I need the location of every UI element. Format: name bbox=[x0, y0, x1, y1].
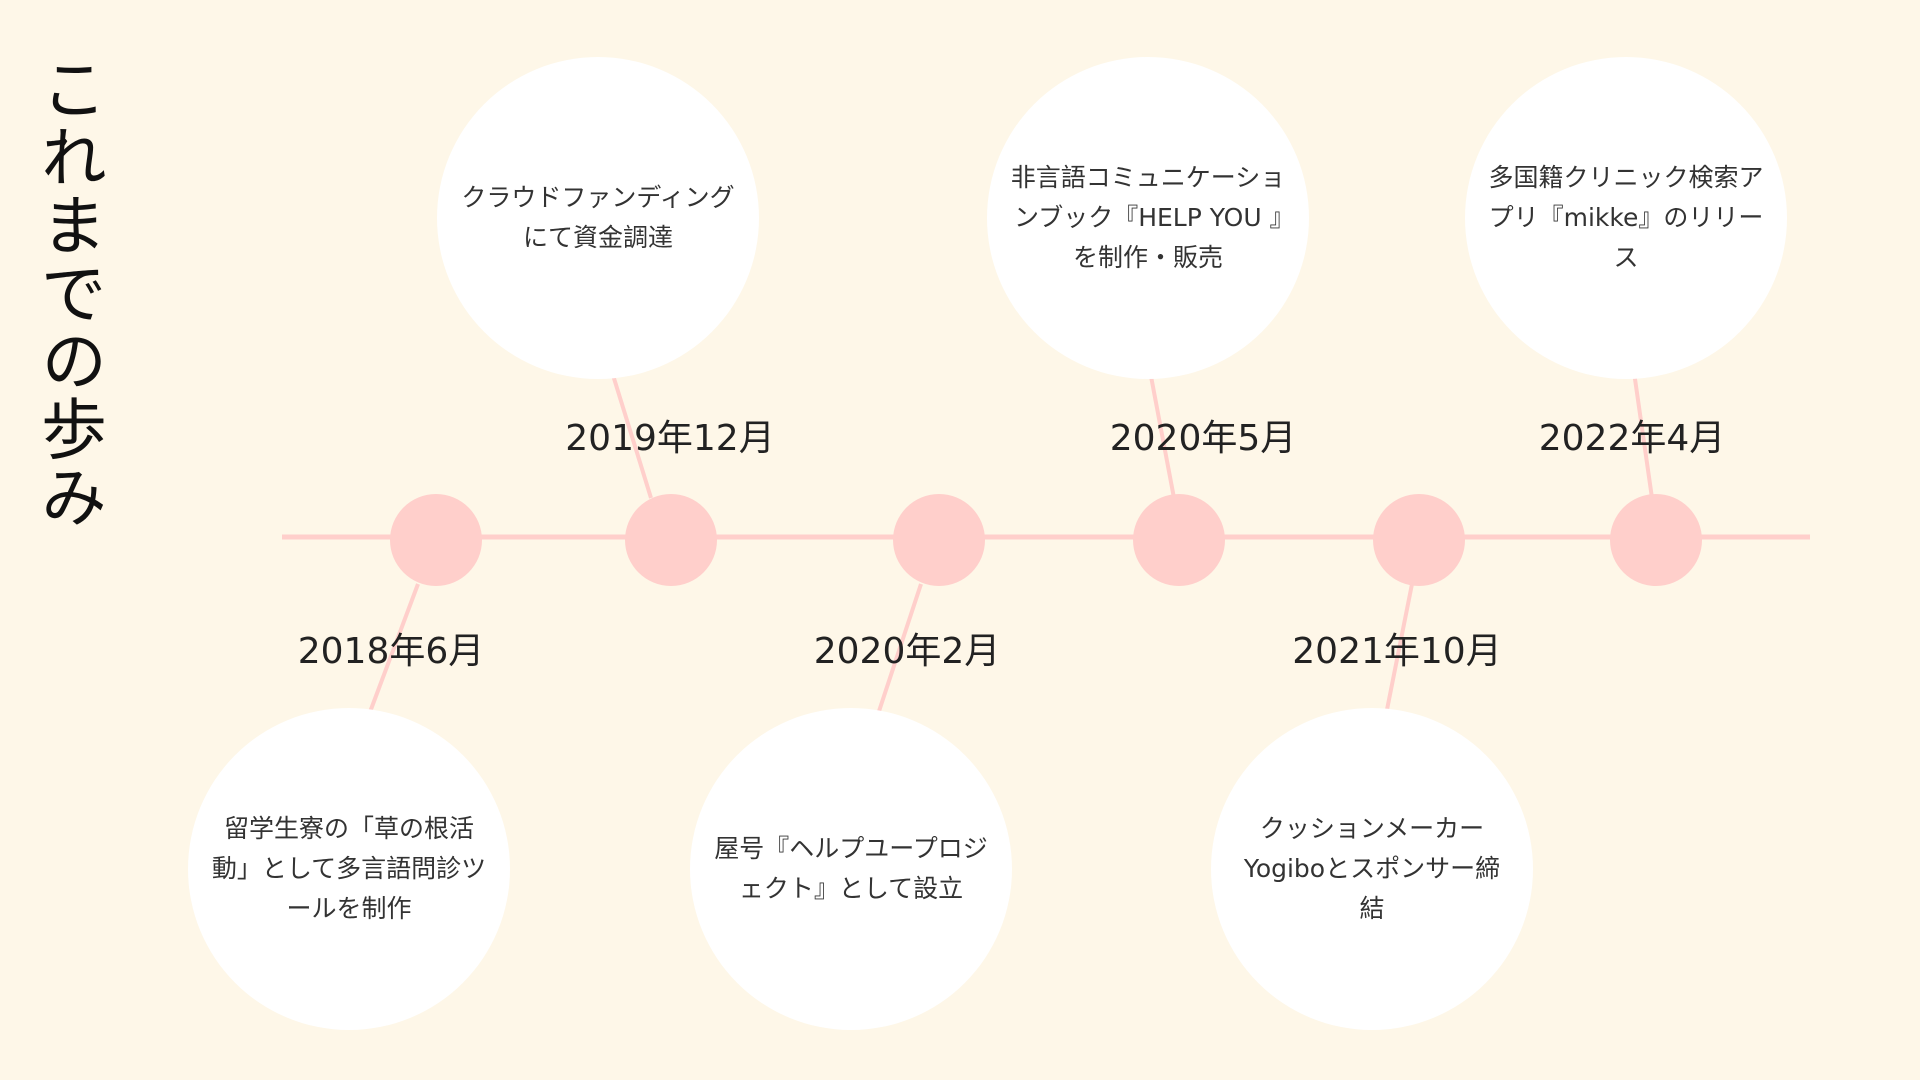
event-bubble-2020-02: 屋号『ヘルプユープロジェクト』として設立 bbox=[690, 708, 1012, 1030]
event-date-2020-05: 2020年5月 bbox=[1109, 418, 1297, 459]
event-text-2021-10: クッションメーカーYogiboとスポンサー締結 bbox=[1243, 814, 1501, 923]
event-text-2020-02: 屋号『ヘルプユープロジェクト』として設立 bbox=[714, 834, 988, 903]
event-date-2020-02: 2020年2月 bbox=[813, 631, 1001, 672]
event-text-2022-04: 多国籍クリニック検索アプリ『mikke』のリリース bbox=[1488, 163, 1764, 272]
timeline-node-2020-02 bbox=[893, 494, 985, 586]
timeline-node-2021-10 bbox=[1373, 494, 1465, 586]
event-bubble-2022-04: 多国籍クリニック検索アプリ『mikke』のリリース bbox=[1465, 57, 1787, 379]
event-bubble-2018-06: 留学生寮の「草の根活動」として多言語問診ツールを制作 bbox=[188, 708, 510, 1030]
event-date-2018-06: 2018年6月 bbox=[297, 631, 485, 672]
timeline-node-2020-05 bbox=[1133, 494, 1225, 586]
timeline-node-2019-12 bbox=[625, 494, 717, 586]
event-date-2021-10: 2021年10月 bbox=[1292, 631, 1502, 672]
event-text-2020-05: 非言語コミュニケーションブック『HELP YOU 』を制作・販売 bbox=[1010, 163, 1286, 272]
page-title: これまでの歩み bbox=[30, 55, 107, 531]
timeline-node-2022-04 bbox=[1610, 494, 1702, 586]
event-date-2022-04: 2022年4月 bbox=[1538, 418, 1726, 459]
event-bubble-2021-10: クッションメーカーYogiboとスポンサー締結 bbox=[1211, 708, 1533, 1030]
event-date-2019-12: 2019年12月 bbox=[565, 418, 775, 459]
event-text-2019-12: クラウドファンディングにて資金調達 bbox=[461, 183, 735, 252]
event-text-2018-06: 留学生寮の「草の根活動」として多言語問診ツールを制作 bbox=[211, 814, 487, 923]
event-bubble-2020-05: 非言語コミュニケーションブック『HELP YOU 』を制作・販売 bbox=[987, 57, 1309, 379]
event-bubble-2019-12: クラウドファンディングにて資金調達 bbox=[437, 57, 759, 379]
timeline-node-2018-06 bbox=[390, 494, 482, 586]
